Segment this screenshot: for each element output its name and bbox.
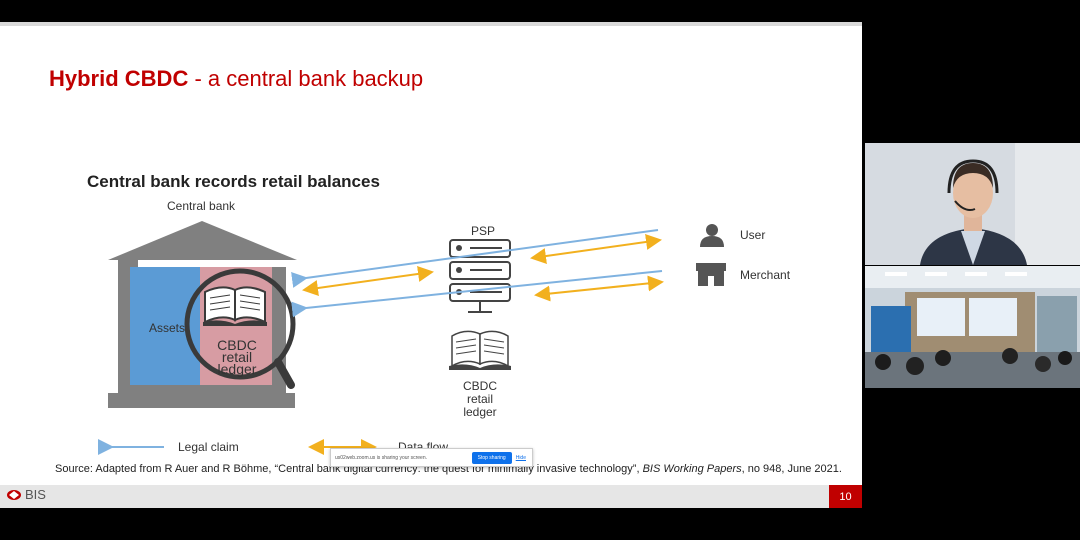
psp-ledger-book-icon: [449, 330, 511, 370]
psp-ledger-line: CBDC: [462, 379, 497, 393]
diagram-subtitle: Central bank records retail balances: [87, 172, 380, 191]
magnifier-icon: [184, 268, 296, 389]
central-bank-label: Central bank: [167, 199, 236, 213]
bis-logo: BIS: [6, 487, 46, 502]
slide-title-bold: Hybrid CBDC: [49, 66, 189, 91]
assets-label: Assets: [149, 321, 186, 335]
open-book-icon: [203, 286, 267, 326]
page-number: 10: [829, 485, 862, 508]
stop-sharing-button[interactable]: Stop sharing: [471, 451, 512, 464]
data-flow-arrow-psp-user: [530, 234, 662, 264]
data-flow-arrow-bank-psp: [302, 266, 434, 296]
bis-logo-mark-icon: [7, 489, 21, 500]
cbdc-diagram: [98, 221, 726, 455]
screen-share-notification: us02web.zoom.us is sharing your screen. …: [330, 448, 533, 467]
video-tile-speaker[interactable]: [865, 143, 1080, 265]
speaker-video-image: [865, 143, 1080, 265]
bis-logo-text: BIS: [25, 487, 46, 502]
user-label: User: [740, 228, 766, 242]
slide-title-rest: - a central bank backup: [188, 66, 424, 91]
legend-legal-claim-label: Legal claim: [178, 440, 239, 454]
hide-link[interactable]: Hide: [515, 454, 526, 461]
source-suffix: , no 948, June 2021.: [741, 463, 842, 475]
central-bank-building: [108, 221, 297, 408]
cbdc-ledger-label: CBDC retail ledger: [214, 337, 260, 377]
merchant-store-icon: [696, 263, 726, 286]
cbdc-ledger-line: CBDC: [217, 337, 257, 353]
slide-top-bar: [0, 22, 862, 26]
merchant-label: Merchant: [740, 268, 791, 282]
share-message: us02web.zoom.us is sharing your screen.: [335, 454, 427, 461]
slide-title: Hybrid CBDC - a central bank backup: [49, 66, 423, 92]
presentation-slide: Hybrid CBDC - a central bank backup Cent…: [0, 22, 862, 508]
psp-label: PSP: [471, 224, 496, 238]
psp-ledger-line: retail: [466, 392, 493, 406]
cbdc-ledger-line: retail: [221, 349, 253, 365]
video-tile-conference-room[interactable]: [865, 266, 1080, 388]
psp-ledger-label: CBDC retail ledger: [455, 380, 505, 419]
conference-room-video-image: [865, 266, 1080, 388]
data-flow-arrow-psp-merchant: [534, 275, 664, 302]
user-icon: [700, 224, 724, 247]
cbdc-ledger-line: ledger: [217, 361, 257, 377]
slide-footer: [0, 485, 862, 508]
psp-ledger-line: ledger: [463, 405, 497, 419]
source-journal: BIS Working Papers: [642, 463, 742, 475]
